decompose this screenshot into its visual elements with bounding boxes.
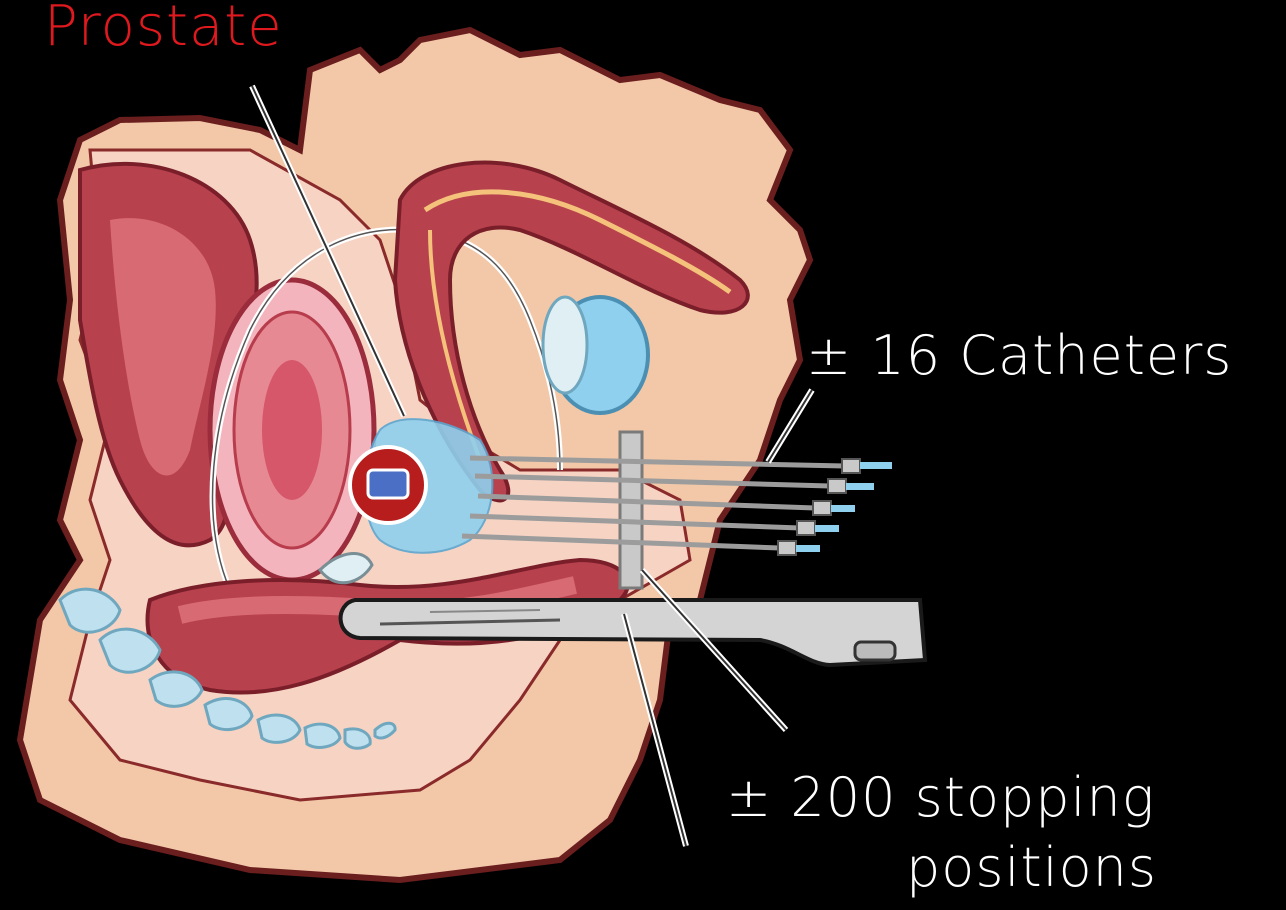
probe-handle-detail (855, 642, 895, 660)
stopping-positions-label-line1: ± 200 stopping (726, 766, 1155, 829)
catheters-label: ± 16 Catheters (806, 324, 1232, 387)
epididymis (543, 297, 587, 393)
prostate-label: Prostate (44, 0, 283, 59)
target-marker-source (368, 470, 408, 498)
template-grid (620, 432, 642, 588)
stopping-positions-label-line2: positions (906, 836, 1157, 899)
bladder-core (262, 360, 322, 500)
